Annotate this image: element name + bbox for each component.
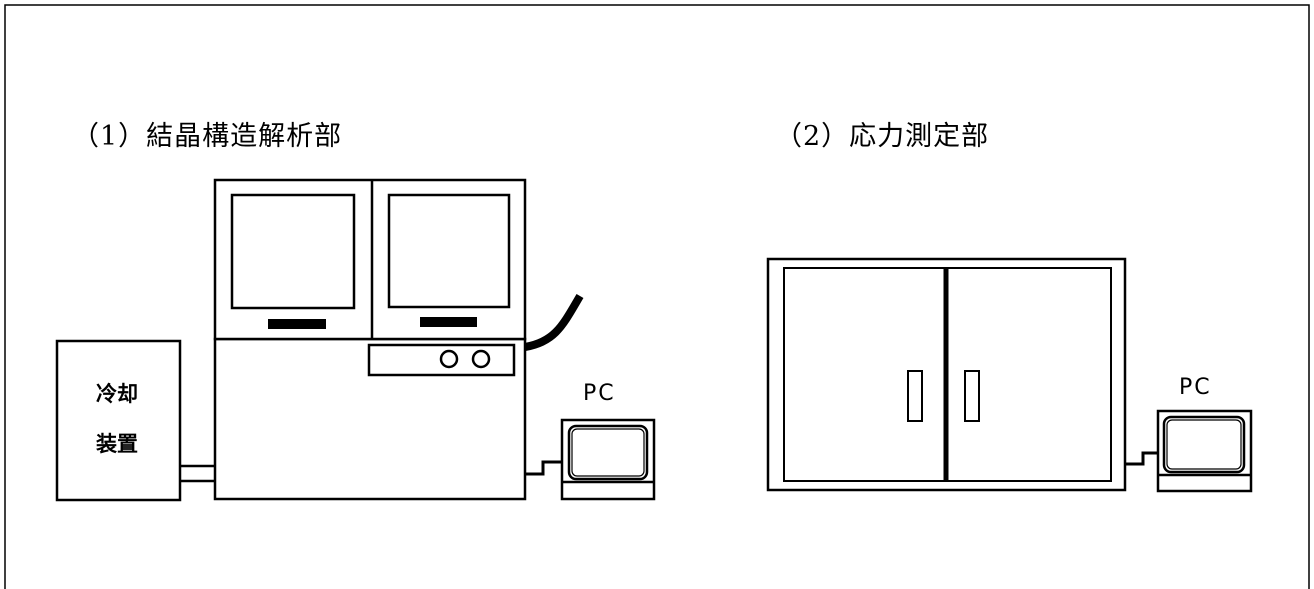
pc-cable-1: [525, 460, 564, 476]
pc-monitor-2: [1156, 409, 1253, 493]
cooling-unit-box: [55, 339, 182, 502]
xrd-hose: [524, 293, 584, 351]
stress-door-handle-left: [907, 370, 923, 422]
control-knob-1: [439, 349, 459, 369]
xrd-left-window: [230, 193, 356, 310]
stress-door-handle-right: [964, 370, 980, 422]
pc-label-2: PC: [1179, 375, 1212, 400]
control-knob-2: [471, 349, 491, 369]
xrd-left-handle: [268, 319, 326, 329]
pc-cable-2: [1125, 451, 1159, 466]
crystal-structure-analysis-unit: [55, 178, 656, 502]
pc-monitor-1: [560, 418, 656, 501]
xrd-right-window: [387, 193, 511, 309]
pc-label-1: PC: [583, 381, 616, 406]
cooling-unit-label-line2: 装置: [96, 432, 138, 456]
xrd-right-handle: [420, 317, 477, 327]
stress-measurement-unit: [766, 257, 1253, 493]
section2-title: （2）応力測定部: [775, 121, 990, 152]
cooling-unit-label-line1: 冷却: [96, 382, 138, 406]
section1-title: （1）結晶構造解析部: [72, 121, 343, 152]
outer-border: [4, 4, 1310, 589]
